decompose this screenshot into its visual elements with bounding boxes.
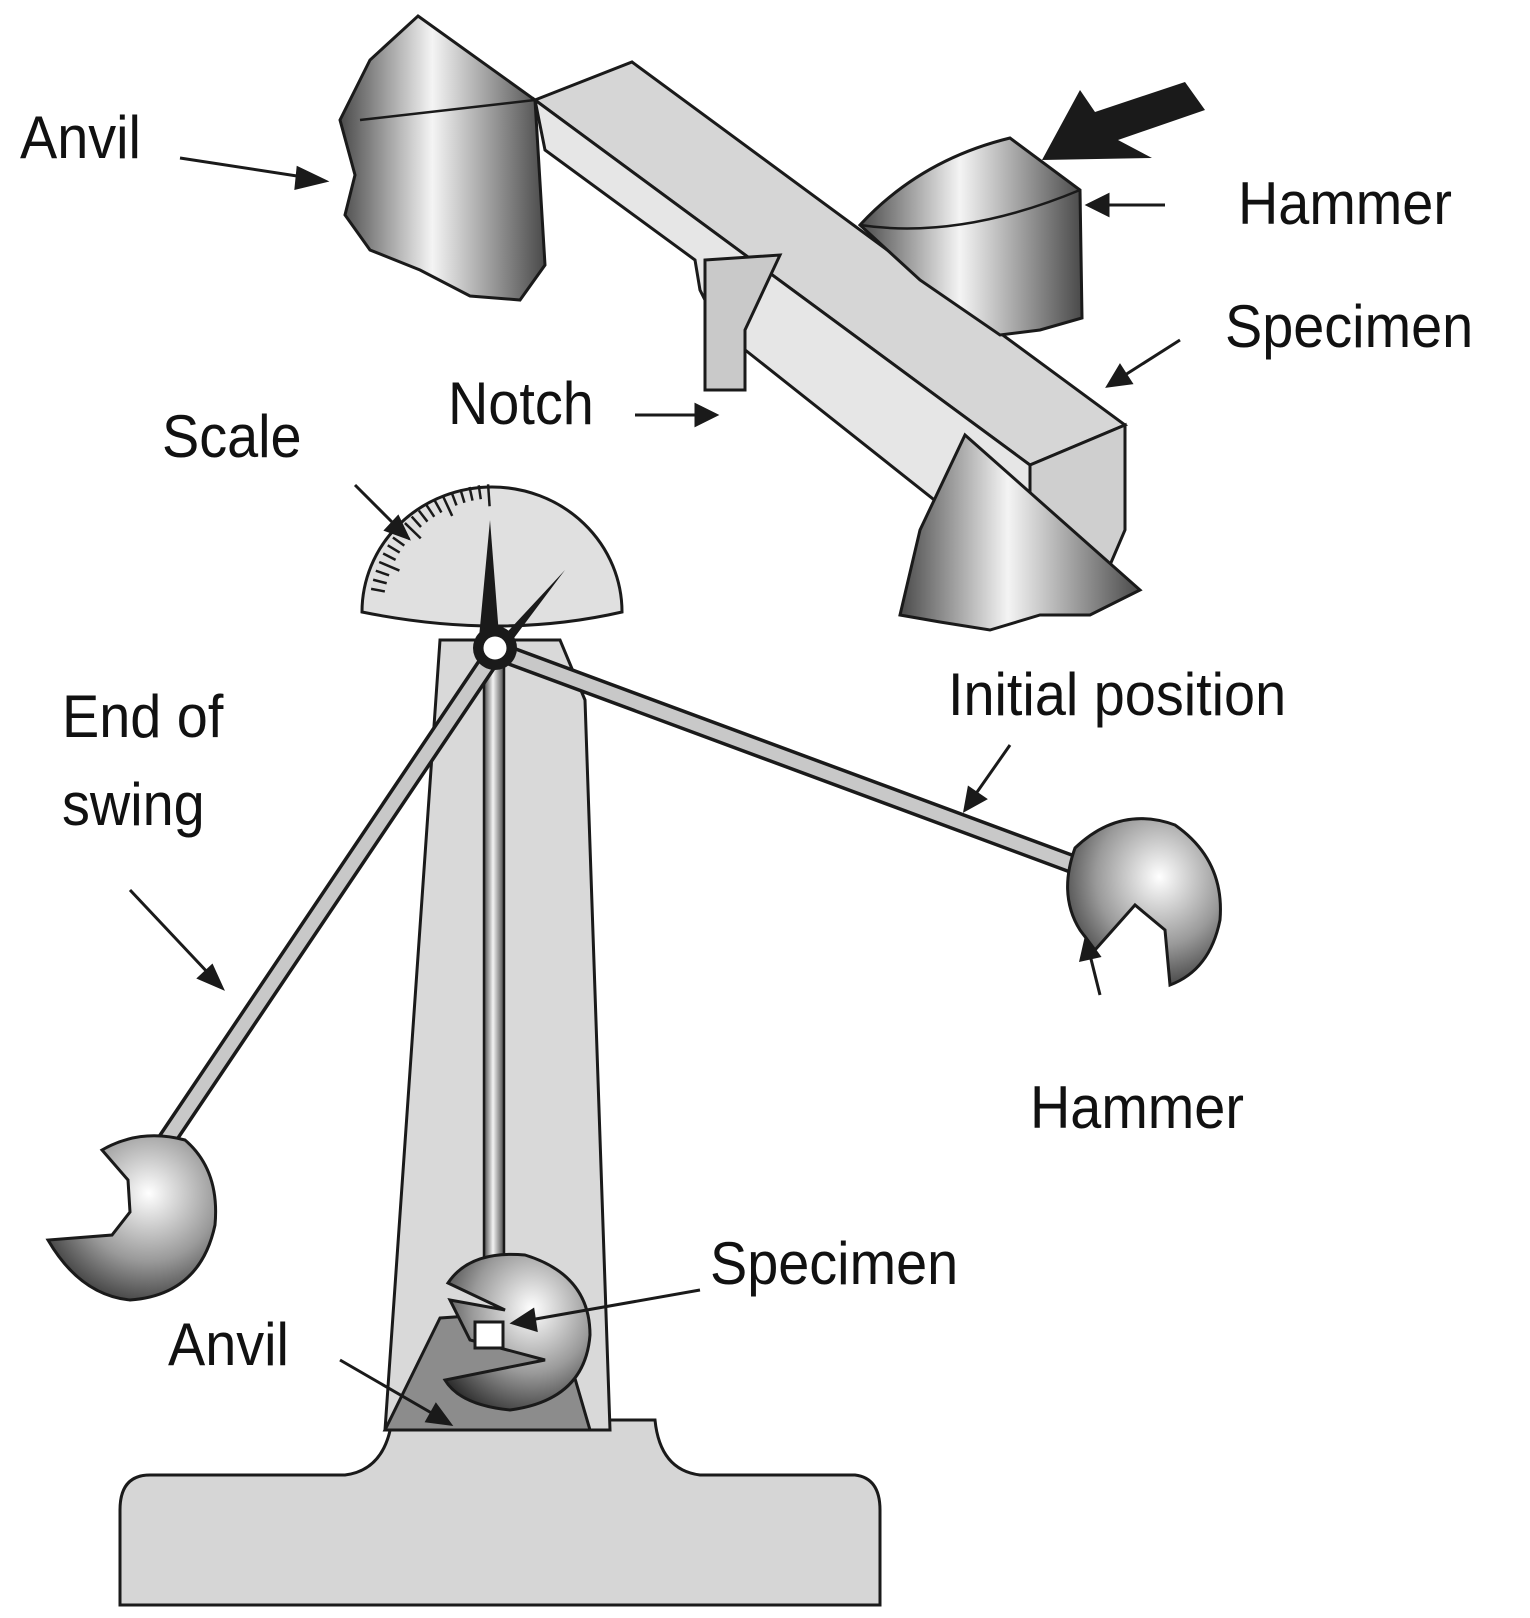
scale-tick	[378, 560, 400, 572]
pendulum-machine	[45, 484, 1222, 1607]
specimen-bottom-block	[473, 1320, 505, 1350]
scale-tick	[372, 578, 387, 585]
pendulum-hammer-bottom	[442, 1252, 592, 1412]
label-specimen-bottom: Specimen	[710, 1230, 959, 1297]
impact-direction-arrow	[1042, 82, 1205, 160]
notch-mark	[703, 253, 783, 392]
hammer-end-of-swing	[45, 1134, 218, 1302]
pendulum-rod-vertical	[482, 648, 506, 1262]
label-anvil-top: Anvil	[20, 104, 141, 171]
label-initial-position: Initial position	[948, 661, 1287, 728]
scale-tick	[387, 544, 401, 554]
leader-arrows	[128, 156, 1181, 1426]
scale-tick	[441, 495, 454, 517]
anvil-bottom-detail	[898, 432, 1143, 632]
scale-tick	[477, 485, 482, 500]
hammer-top-detail	[857, 136, 1084, 337]
scale-ticks	[370, 484, 491, 593]
label-end-of-swing-line2: swing	[62, 771, 205, 838]
hammer-initial-position	[1066, 817, 1222, 988]
detail-view	[338, 14, 1205, 632]
label-hammer-bottom: Hammer	[1030, 1074, 1244, 1141]
scale-tick	[486, 484, 491, 507]
label-scale: Scale	[162, 403, 302, 470]
scale-tick	[468, 486, 474, 501]
scale-tick	[425, 504, 436, 518]
scale-tick	[392, 536, 406, 547]
anvil-top-detail	[338, 14, 547, 302]
scale-tick	[459, 488, 466, 504]
label-specimen-top: Specimen	[1225, 293, 1474, 360]
scale-tick	[404, 522, 422, 540]
scale-tick	[433, 499, 443, 514]
label-notch: Notch	[448, 370, 594, 437]
scale-tick	[417, 509, 429, 523]
scale-tick	[382, 552, 397, 562]
machine-base	[118, 1418, 882, 1607]
scale-pointer	[478, 520, 500, 648]
scale-tick	[370, 587, 386, 593]
scale-tick	[375, 569, 390, 577]
scale-tick	[410, 515, 422, 528]
label-hammer-top: Hammer	[1238, 170, 1452, 237]
label-anvil-bottom: Anvil	[168, 1311, 289, 1378]
scale-tick	[450, 491, 458, 506]
label-end-of-swing-line1: End of	[62, 683, 224, 750]
